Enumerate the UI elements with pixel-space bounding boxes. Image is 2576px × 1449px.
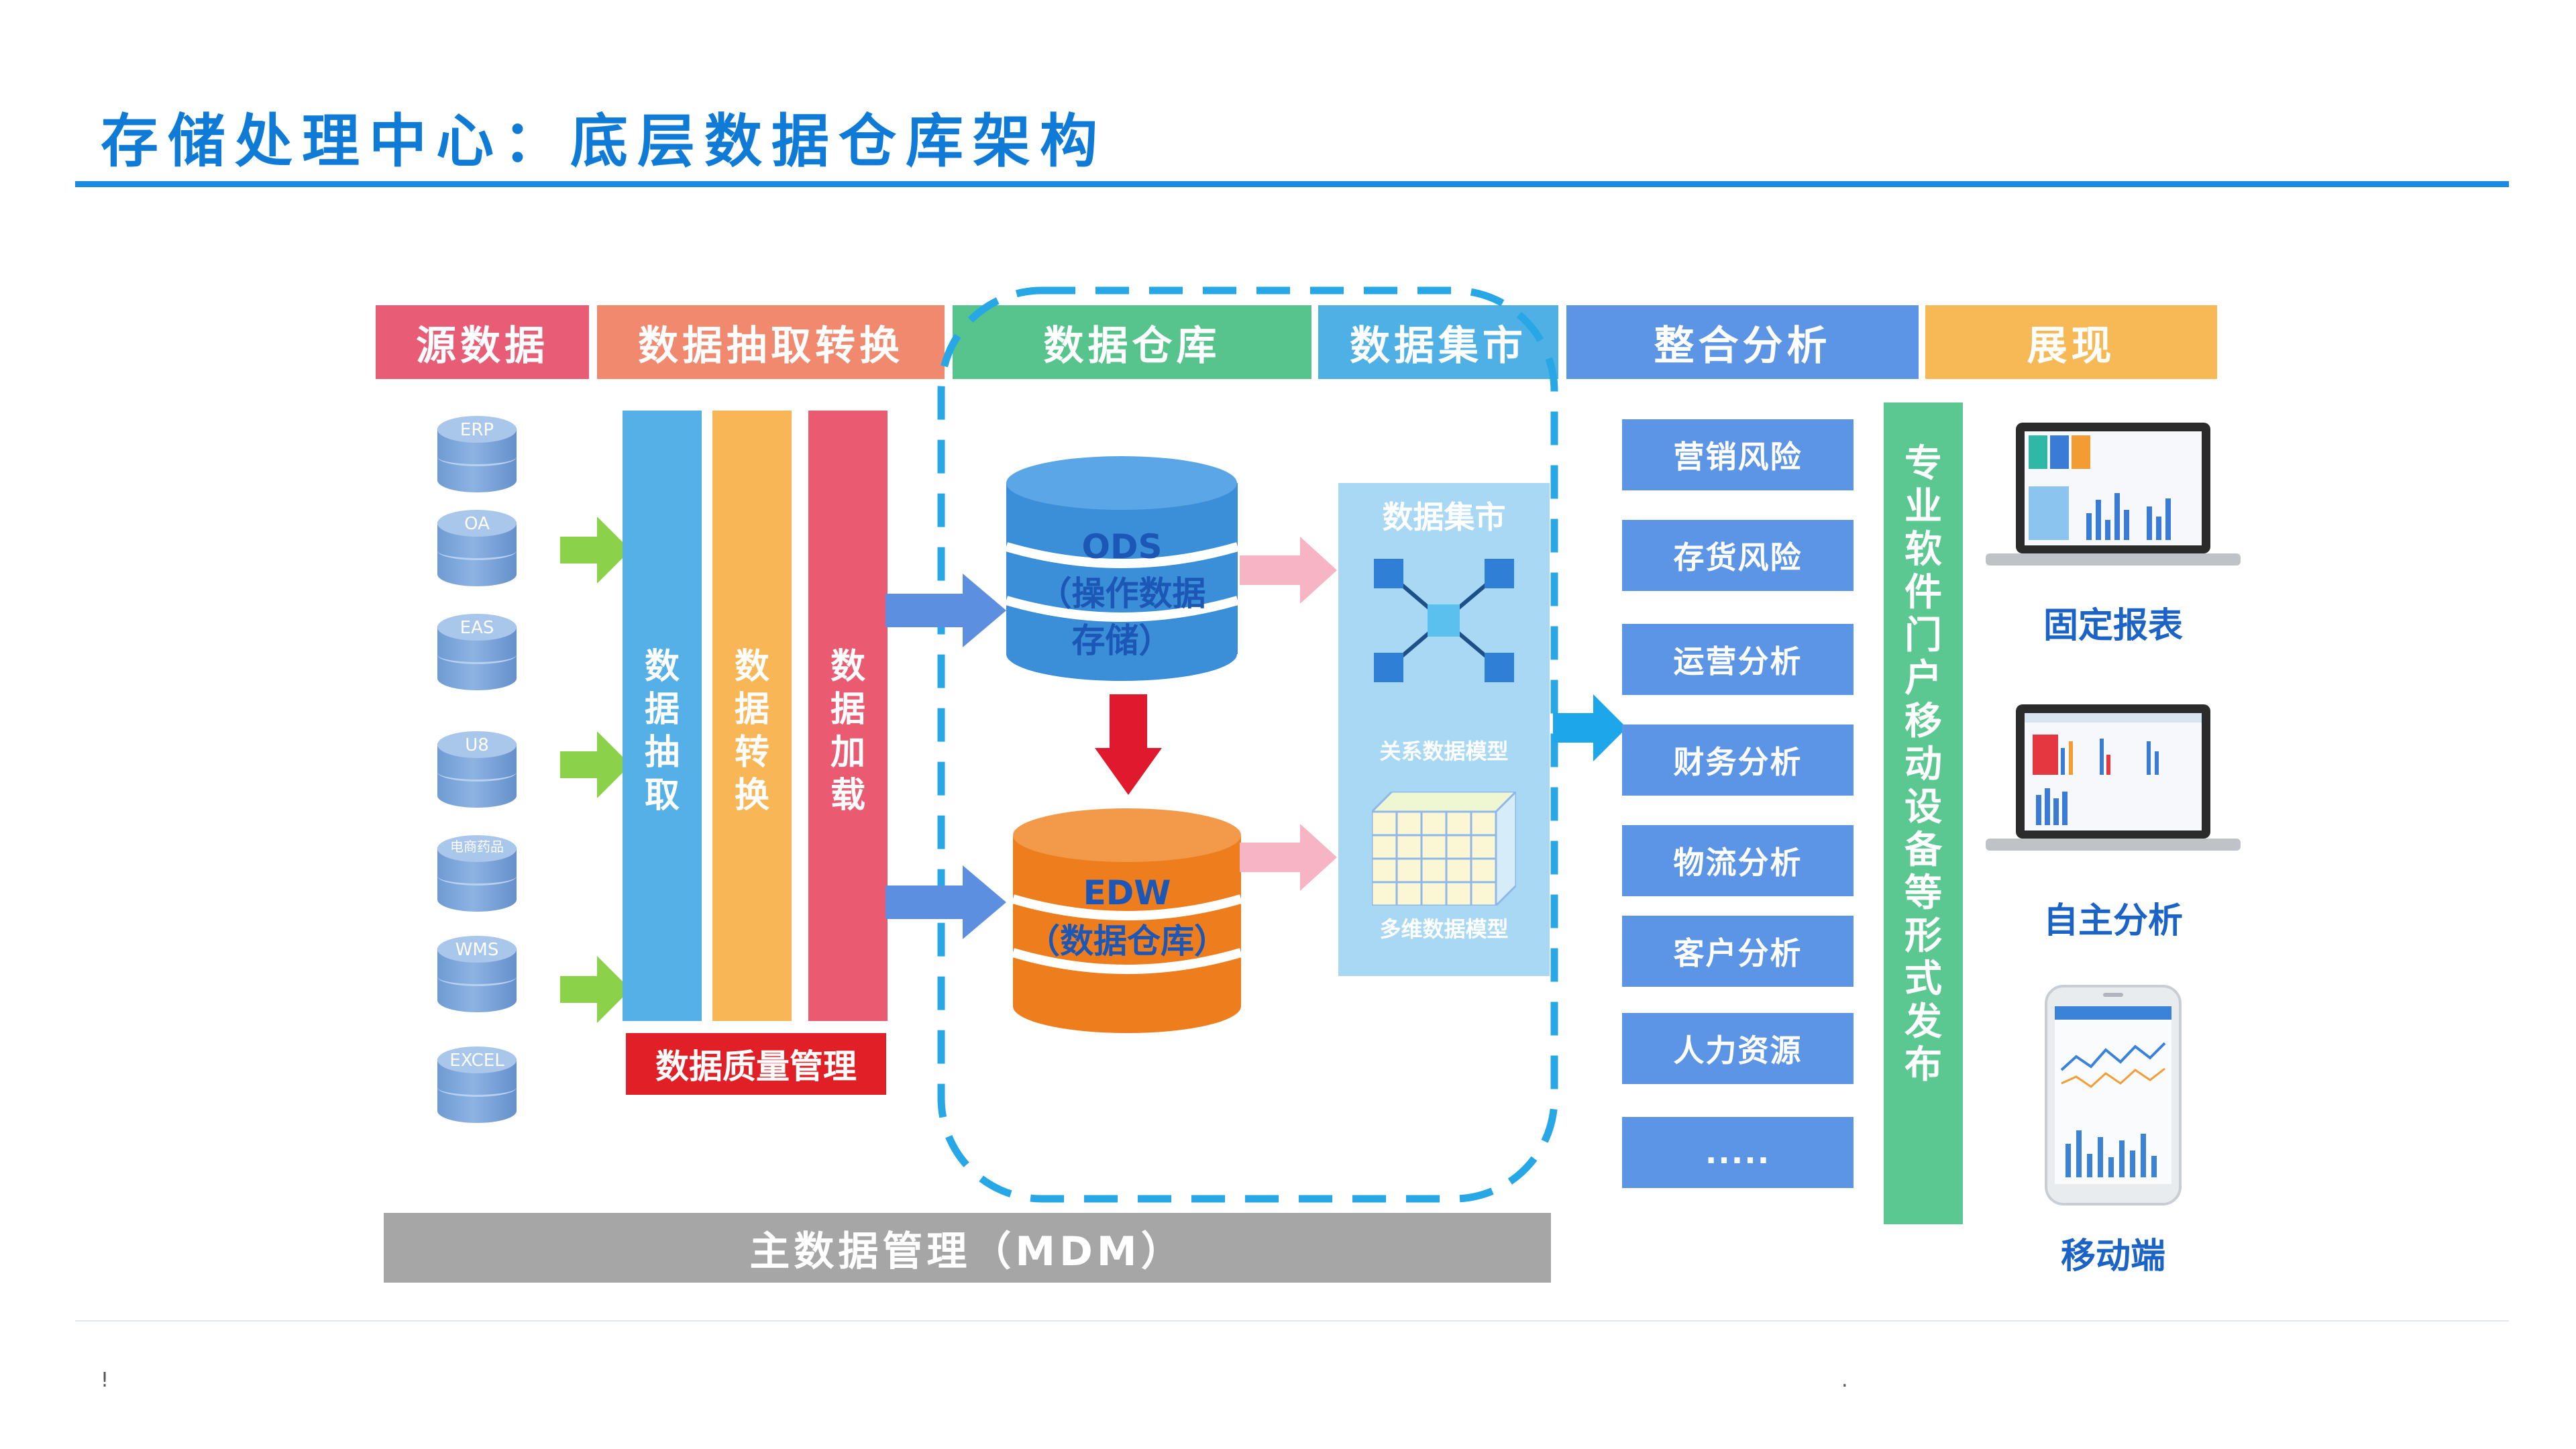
relational-model-icon — [1374, 559, 1514, 682]
etl-extract-bar: 数据抽取 — [623, 411, 702, 1021]
multidim-model-label: 多维数据模型 — [1379, 916, 1509, 942]
page-title: 存储处理中心：底层数据仓库架构 — [101, 108, 1107, 175]
pink-arrow-icon — [1240, 537, 1337, 604]
source-db: EXCEL — [437, 1046, 517, 1127]
source-db: 电商药品 — [437, 835, 517, 916]
header-source: 源数据 — [376, 305, 589, 379]
source-db: WMS — [437, 936, 517, 1016]
data-quality-label: 数据质量管理 — [626, 1033, 886, 1095]
source-db: U8 — [437, 731, 517, 812]
ods-cylinder — [1006, 456, 1238, 681]
footer-divider — [75, 1320, 2509, 1322]
edw-label: EDW （数据仓库） — [1026, 873, 1228, 961]
source-db: OA — [437, 510, 517, 590]
module-finance: 财务分析 — [1622, 724, 1854, 796]
module-hr: 人力资源 — [1622, 1013, 1854, 1084]
source-db: ERP — [437, 416, 517, 496]
laptop-icon — [1986, 704, 2241, 851]
module-marketing-risk: 营销风险 — [1622, 419, 1854, 490]
mdm-bar: 主数据管理（MDM） — [384, 1213, 1551, 1283]
laptop-icon — [1986, 423, 2241, 566]
header-analysis: 整合分析 — [1566, 305, 1919, 379]
data-warehouse-boundary — [937, 286, 1558, 1203]
pink-arrow-icon — [1240, 824, 1337, 891]
red-down-arrow-icon — [1095, 694, 1162, 795]
phone-icon — [2045, 985, 2182, 1205]
relational-model-label: 关系数据模型 — [1379, 739, 1509, 764]
cyan-arrow-icon — [1553, 694, 1627, 761]
footer-left-mark: ! — [101, 1368, 109, 1392]
present-fixed-report: 固定报表 — [2043, 606, 2183, 646]
edw-cylinder — [1013, 808, 1241, 1033]
header-present: 展现 — [1925, 305, 2217, 379]
present-self-analysis: 自主分析 — [2043, 901, 2183, 941]
module-inventory-risk: 存货风险 — [1622, 520, 1854, 591]
source-db: EAS — [437, 614, 517, 694]
title-divider — [75, 181, 2509, 187]
footer-right-mark: . — [1841, 1368, 1848, 1392]
green-arrow-icon — [560, 731, 631, 798]
blue-arrow-icon — [885, 865, 1006, 939]
etl-transform-bar: 数据转换 — [712, 411, 792, 1021]
green-arrow-icon — [560, 956, 631, 1023]
header-data-mart: 数据集市 — [1318, 305, 1558, 379]
module-logistics: 物流分析 — [1622, 825, 1854, 896]
blue-arrow-icon — [885, 574, 1006, 647]
etl-load-bar: 数据加载 — [808, 411, 888, 1021]
publish-bar: 专业软件 门户 移动设备等形式发布 — [1884, 402, 1963, 1224]
green-arrow-icon — [560, 517, 631, 584]
module-operations: 运营分析 — [1622, 624, 1854, 695]
module-more: ..... — [1622, 1117, 1854, 1188]
data-mart-title: 数据集市 — [1382, 499, 1506, 535]
header-data-warehouse: 数据仓库 — [953, 305, 1311, 379]
present-mobile: 移动端 — [2060, 1236, 2165, 1277]
cube-icon — [1372, 792, 1516, 906]
header-etl: 数据抽取转换 — [597, 305, 945, 379]
module-customer: 客户分析 — [1622, 916, 1854, 987]
ods-label: ODS （操作数据 存储） — [1038, 527, 1206, 660]
